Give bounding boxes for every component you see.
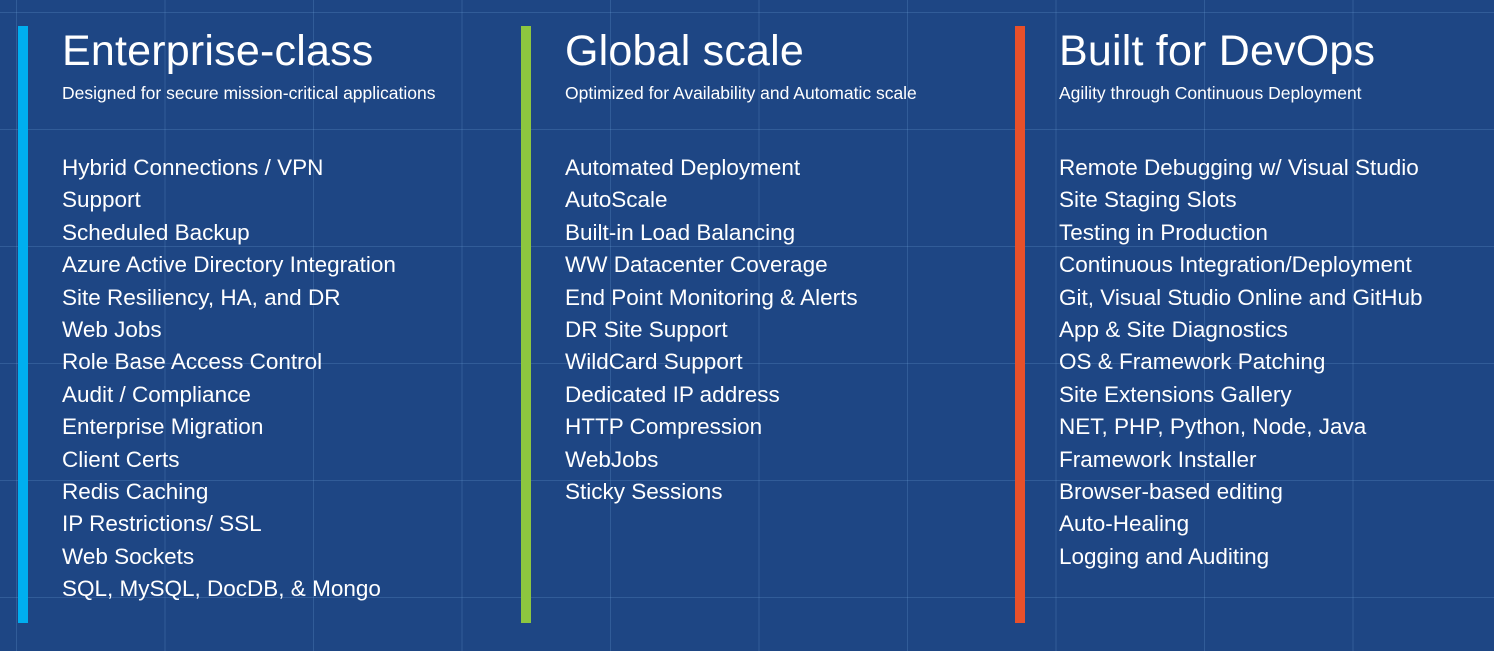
list-item: Framework Installer — [1059, 446, 1257, 472]
list-item: Remote Debugging w/ Visual Studio — [1059, 155, 1419, 180]
list-item: Built-in Load Balancing — [565, 219, 796, 245]
list-item: Testing in Production — [1059, 219, 1268, 245]
column-header: Built for DevOps Agility through Continu… — [1059, 24, 1489, 104]
list-item: App & Site Diagnostics — [1059, 317, 1288, 343]
column-header: Global scale Optimized for Availability … — [565, 24, 995, 104]
accent-bar-orange — [1015, 26, 1025, 623]
list-item: WW Datacenter Coverage — [565, 252, 828, 278]
list-item: Logging and Auditing — [1059, 543, 1270, 569]
column-subtitle: Agility through Continuous Deployment — [1059, 83, 1362, 103]
list-item: Sticky Sessions — [565, 479, 723, 505]
list-item: Web Jobs — [62, 317, 162, 343]
feature-list: Hybrid Connections / VPN Support Schedul… — [62, 152, 508, 606]
column-header: Enterprise-class Designed for secure mis… — [62, 24, 492, 104]
list-item: IP Restrictions/ SSL — [62, 511, 262, 537]
list-item: Audit / Compliance — [62, 381, 251, 407]
feature-column-global-scale: Global scale Optimized for Availability … — [521, 0, 1011, 651]
list-item: NET, PHP, Python, Node, Java — [1059, 414, 1367, 440]
list-item: Dedicated IP address — [565, 381, 780, 407]
column-title: Global scale — [565, 27, 805, 75]
feature-list: Automated Deployment AutoScale Built-in … — [565, 152, 1011, 508]
list-item: DR Site Support — [565, 317, 728, 343]
list-item: Hybrid Connections / VPN — [62, 155, 324, 180]
column-subtitle: Designed for secure mission-critical app… — [62, 83, 436, 103]
list-item: OS & Framework Patching — [1059, 349, 1326, 375]
list-item: Site Staging Slots — [1059, 187, 1237, 213]
list-item: Site Extensions Gallery — [1059, 381, 1292, 407]
list-item: Client Certs — [62, 446, 180, 472]
feature-column-enterprise-class: Enterprise-class Designed for secure mis… — [18, 0, 508, 651]
column-title: Enterprise-class — [62, 27, 374, 75]
list-item: Git, Visual Studio Online and GitHub — [1059, 284, 1423, 310]
list-item: Support — [62, 187, 141, 213]
list-item: Redis Caching — [62, 479, 209, 505]
list-item: WildCard Support — [565, 349, 743, 375]
list-item: Automated Deployment — [565, 155, 801, 180]
list-item: WebJobs — [565, 446, 659, 472]
column-subtitle: Optimized for Availability and Automatic… — [565, 83, 917, 103]
feature-list: Remote Debugging w/ Visual Studio Site S… — [1059, 152, 1494, 573]
list-item: AutoScale — [565, 187, 668, 213]
accent-bar-green — [521, 26, 531, 623]
list-item: Scheduled Backup — [62, 219, 250, 245]
list-item: Role Base Access Control — [62, 349, 323, 375]
column-title: Built for DevOps — [1059, 27, 1376, 75]
list-item: Azure Active Directory Integration — [62, 252, 396, 278]
list-item: HTTP Compression — [565, 414, 763, 440]
accent-bar-cyan — [18, 26, 28, 623]
list-item: Browser-based editing — [1059, 479, 1283, 505]
list-item: SQL, MySQL, DocDB, & Mongo — [62, 576, 381, 602]
list-item: Enterprise Migration — [62, 414, 264, 440]
feature-column-built-for-devops: Built for DevOps Agility through Continu… — [1015, 0, 1494, 651]
list-item: End Point Monitoring & Alerts — [565, 284, 858, 310]
list-item: Continuous Integration/Deployment — [1059, 252, 1412, 278]
list-item: Web Sockets — [62, 543, 195, 569]
list-item: Site Resiliency, HA, and DR — [62, 284, 341, 310]
list-item: Auto-Healing — [1059, 511, 1190, 537]
